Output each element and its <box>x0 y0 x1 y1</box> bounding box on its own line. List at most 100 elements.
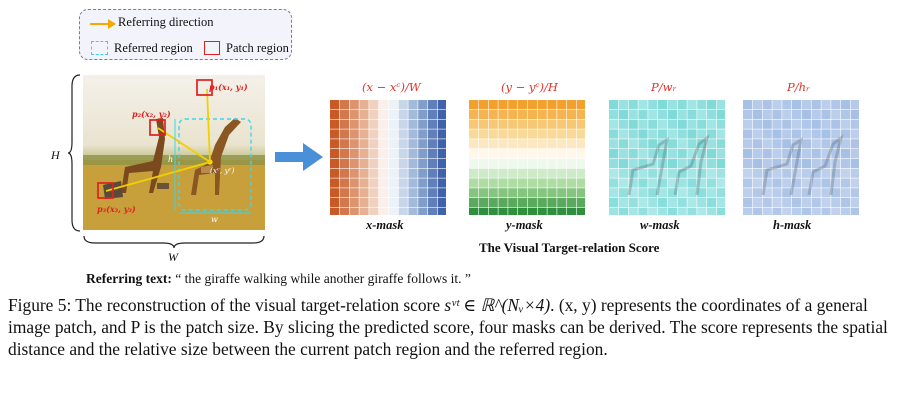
p3-label: p₃(x₃, y₃) <box>97 204 136 214</box>
mask-cell <box>398 178 408 188</box>
w-mask-grid <box>609 100 725 215</box>
mask-cell <box>801 119 811 129</box>
mask-cell <box>782 178 792 188</box>
mask-cell <box>388 139 398 149</box>
mask-cell <box>527 149 537 159</box>
mask-cell <box>567 109 577 119</box>
mask-cell <box>339 109 349 119</box>
mask-cell <box>618 178 628 188</box>
mask-cell <box>369 207 379 215</box>
mask-cell <box>792 178 802 188</box>
mask-cell <box>508 129 518 139</box>
mask-cell <box>478 158 488 168</box>
mask-cell <box>648 168 658 178</box>
mask-cell <box>648 119 658 129</box>
mask-cell <box>743 119 753 129</box>
mask-cell <box>330 129 340 139</box>
mask-cell <box>762 158 772 168</box>
legend-referred-region: Referred region <box>114 41 193 55</box>
mask-cell <box>330 178 340 188</box>
mask-cell <box>687 100 697 110</box>
mask-cell <box>547 188 557 198</box>
mask-cell <box>618 168 628 178</box>
mask-cell <box>762 129 772 139</box>
mask-cell <box>349 109 359 119</box>
mask-cell <box>743 158 753 168</box>
mask-cell <box>811 207 821 215</box>
mask-cell <box>567 100 577 110</box>
mask-cell <box>831 100 841 110</box>
mask-cell <box>609 188 619 198</box>
mask-cell <box>537 139 547 149</box>
mask-cell <box>379 129 389 139</box>
mask-cell <box>557 198 567 208</box>
mask-cell <box>801 188 811 198</box>
mask-cell <box>618 207 628 215</box>
mask-cell <box>618 158 628 168</box>
mask-cell <box>609 139 619 149</box>
x-mask-title: (x − xᶜ)/W <box>362 80 421 94</box>
mask-cell <box>658 178 668 188</box>
mask-cell <box>811 198 821 208</box>
mask-cell <box>628 139 638 149</box>
mask-cell <box>518 139 528 149</box>
mask-cell <box>488 158 498 168</box>
mask-cell <box>667 207 677 215</box>
mask-cell <box>408 168 418 178</box>
mask-cell <box>658 109 668 119</box>
mask-cell <box>752 178 762 188</box>
mask-cell <box>428 188 438 198</box>
mask-cell <box>437 168 446 178</box>
mask-cell <box>437 158 446 168</box>
mask-cell <box>707 188 717 198</box>
mask-cell <box>339 129 349 139</box>
mask-cell <box>379 207 389 215</box>
mask-cell <box>609 149 619 159</box>
mask-cell <box>369 109 379 119</box>
mask-cell <box>547 168 557 178</box>
mask-cell <box>667 188 677 198</box>
mask-cell <box>811 178 821 188</box>
referring-text: Referring text: “ the giraffe walking wh… <box>86 271 471 287</box>
giraffe-photo: p₁(x₁, y₁) p₂(x₂, y₂) p₃(x₃, y₃) (xᶜ, yᶜ… <box>83 75 265 230</box>
mask-cell <box>527 207 537 215</box>
mask-cell <box>508 188 518 198</box>
mask-cell <box>359 119 369 129</box>
mask-cell <box>518 178 528 188</box>
caption-math: sᵛᵗ ∈ ℝ^(Nᵥ×4) <box>444 295 551 315</box>
mask-cell <box>488 198 498 208</box>
mask-cell <box>628 100 638 110</box>
mask-cell <box>638 188 648 198</box>
mask-cell <box>498 149 508 159</box>
mask-cell <box>330 168 340 178</box>
mask-cell <box>618 149 628 159</box>
legend-referring-direction: Referring direction <box>118 15 214 29</box>
mask-cell <box>831 158 841 168</box>
mask-cell <box>707 109 717 119</box>
mask-cell <box>498 168 508 178</box>
mask-cell <box>567 178 577 188</box>
mask-cell <box>762 119 772 129</box>
mask-cell <box>428 198 438 208</box>
mask-cell <box>508 168 518 178</box>
mask-cell <box>821 139 831 149</box>
mask-cell <box>697 100 707 110</box>
mask-cell <box>811 149 821 159</box>
mask-cell <box>772 129 782 139</box>
mask-cell <box>801 100 811 110</box>
mask-cell <box>537 119 547 129</box>
mask-cell <box>707 129 717 139</box>
mask-cell <box>359 178 369 188</box>
mask-cell <box>478 188 488 198</box>
mask-cell <box>687 168 697 178</box>
mask-cell <box>527 119 537 129</box>
mask-cell <box>850 207 859 215</box>
mask-cell <box>428 178 438 188</box>
mask-cell <box>782 129 792 139</box>
mask-cell <box>498 139 508 149</box>
mask-cell <box>667 109 677 119</box>
mask-cell <box>369 158 379 168</box>
mask-cell <box>359 109 369 119</box>
mask-cell <box>567 149 577 159</box>
mask-cell <box>743 198 753 208</box>
